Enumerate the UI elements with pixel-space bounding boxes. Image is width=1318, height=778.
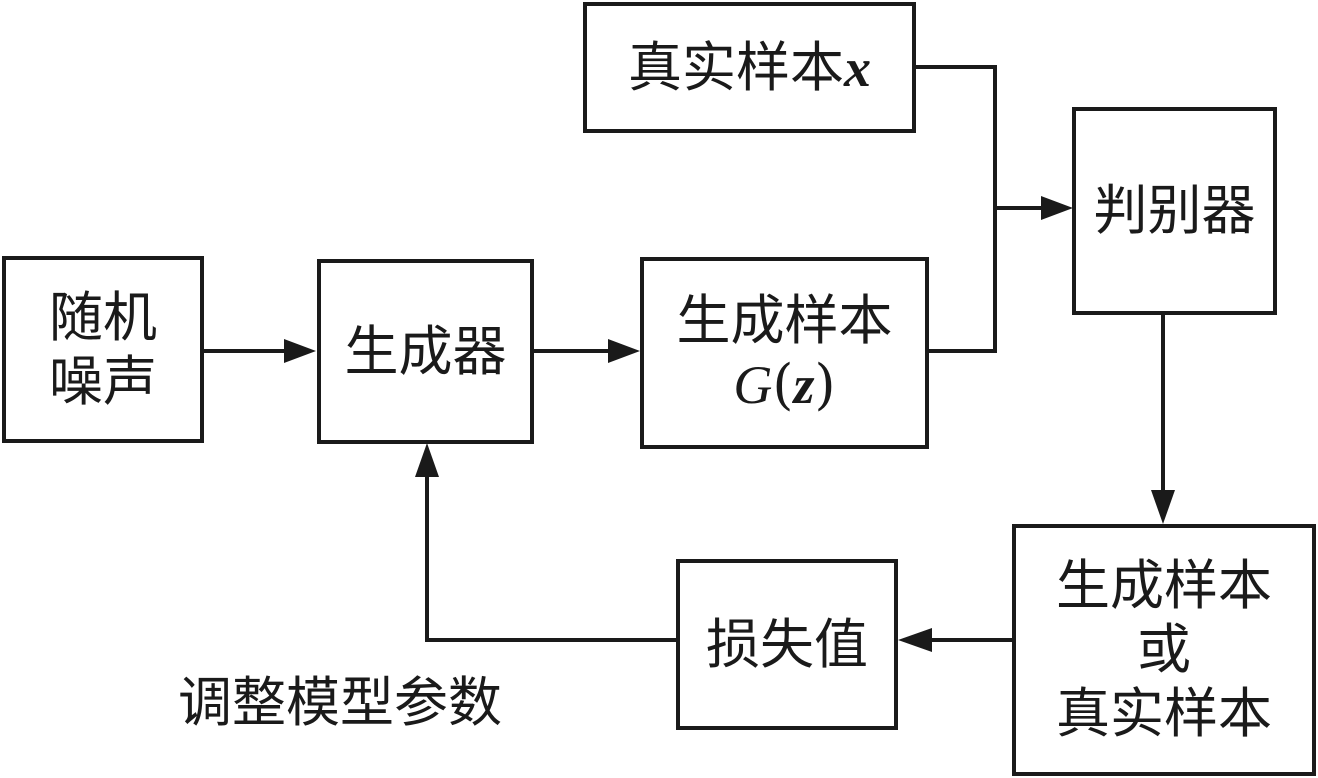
node-generator: 生成器 (317, 259, 534, 444)
arrowhead-generator-feedback (415, 443, 439, 477)
node-real-sample-var: x (844, 37, 871, 98)
arrowhead-discriminator-in (1041, 196, 1073, 220)
edge-generated-to-junction (928, 208, 997, 353)
node-output-line1: 生成样本 (1056, 554, 1272, 617)
node-discriminator: 判别器 (1072, 107, 1277, 315)
node-output: 生成样本 或 真实样本 (1012, 524, 1316, 776)
node-output-line3: 真实样本 (1056, 682, 1272, 745)
arrowhead-generator-in (284, 339, 316, 363)
node-generator-label: 生成器 (344, 319, 507, 383)
formula-open-paren: ( (772, 353, 794, 416)
arrowhead-output-in (1151, 490, 1175, 524)
formula-close-paren: ) (814, 353, 836, 416)
node-real-sample-label: 真实样本 (628, 35, 844, 99)
node-generated-sample: 生成样本 G(z) (640, 257, 929, 449)
node-random-noise: 随机 噪声 (2, 256, 204, 443)
node-generated-sample-line1: 生成样本 (676, 289, 893, 352)
label-adjust-model-params: 调整模型参数 (178, 671, 502, 734)
arrowhead-sample-in (608, 339, 640, 363)
arrowhead-loss-in (898, 628, 932, 652)
node-generated-sample-formula: G(z) (733, 353, 835, 417)
node-random-noise-line2: 噪声 (49, 349, 157, 413)
node-real-sample: 真实样本x (583, 2, 916, 133)
node-loss: 损失值 (676, 559, 898, 730)
node-loss-label: 损失值 (706, 612, 868, 676)
node-output-line2: 或 (1137, 618, 1191, 681)
edge-loss-to-generator (425, 466, 677, 642)
node-real-sample-text: 真实样本x (628, 36, 871, 100)
formula-g: G (733, 355, 773, 415)
formula-z: z (793, 355, 815, 415)
node-random-noise-line1: 随机 (49, 285, 157, 349)
edge-real-to-junction (915, 65, 997, 208)
node-discriminator-label: 判别器 (1093, 179, 1256, 242)
